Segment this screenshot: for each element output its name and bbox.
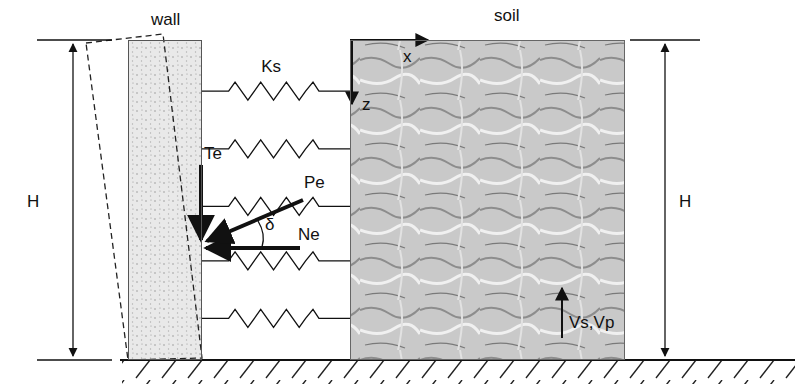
part-name: wall: [151, 11, 180, 28]
wall-box: wall: [128, 40, 202, 360]
soil-box: soil: [350, 40, 625, 360]
dimension-label: H: [679, 193, 691, 210]
dimension-tick: [630, 39, 700, 40]
spring: [202, 82, 350, 100]
symbol-label: δ: [265, 216, 274, 233]
symbol-label: Te: [204, 145, 222, 162]
dimension-line: [664, 44, 665, 356]
spring: [202, 197, 350, 215]
symbol-label: Pe: [304, 174, 325, 191]
spring: [202, 309, 350, 327]
z-axis: [351, 40, 353, 104]
dimension-line: [72, 44, 73, 356]
spring: [202, 140, 350, 158]
force-te: [199, 165, 203, 240]
wall-texture: [128, 40, 202, 360]
ground-hatch: [122, 361, 795, 384]
angle-arc: [258, 221, 263, 247]
force-ne: [206, 246, 300, 250]
dimension-tick: [37, 39, 112, 40]
wave-arrow: [561, 288, 563, 338]
symbol-label: Ne: [298, 226, 320, 243]
spring: [202, 252, 350, 270]
spring-label: Ks: [261, 58, 281, 75]
dimension-label: H: [27, 193, 39, 210]
rotated-wall: [86, 34, 202, 360]
symbol-label: Vs,Vp: [569, 314, 614, 331]
soil-texture: [350, 40, 625, 360]
symbol-label: z: [362, 96, 371, 113]
symbol-label: x: [403, 48, 412, 65]
dimension-tick: [630, 359, 700, 360]
dimension-tick: [37, 359, 112, 360]
part-name: soil: [494, 7, 520, 24]
